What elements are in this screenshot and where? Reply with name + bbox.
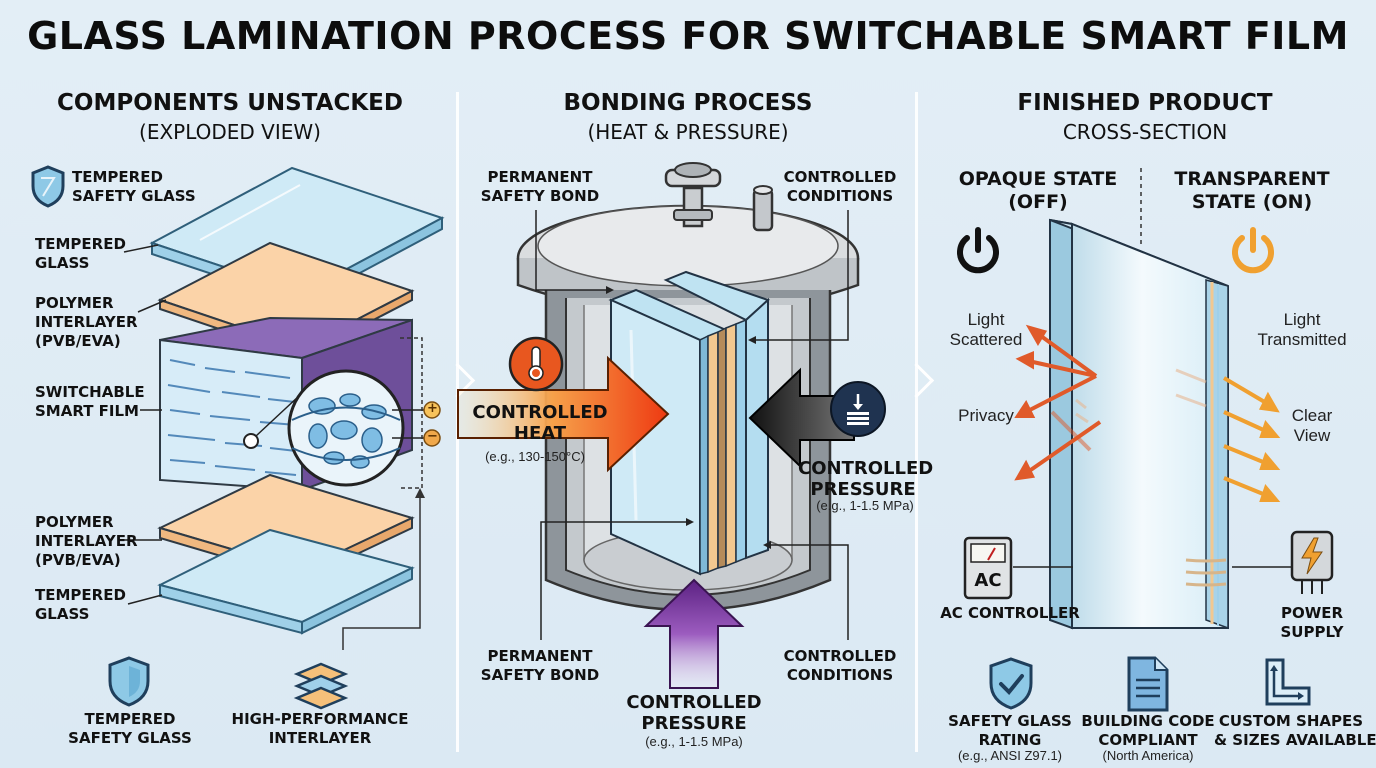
bottom-pressure-arrow bbox=[643, 578, 745, 689]
note-clear-view: Clear View bbox=[1291, 406, 1333, 445]
heat-label: CONTROLLED HEAT bbox=[472, 402, 608, 444]
press-icon bbox=[830, 381, 886, 437]
badge-building-code: BUILDING CODE COMPLIANT bbox=[1081, 712, 1215, 749]
bottom-pressure-note: (e.g., 1-1.5 MPa) bbox=[645, 734, 743, 749]
ac-controller-display: AC bbox=[974, 570, 1002, 591]
callout-conditions-bottom: CONTROLLED CONDITIONS bbox=[783, 647, 897, 684]
layer-label-bottom-glass: TEMPERED GLASS bbox=[35, 586, 126, 623]
light-transmit-arrows bbox=[1222, 376, 1281, 502]
power-supply-icon bbox=[1290, 530, 1334, 594]
finished-subheading: CROSS-SECTION bbox=[1062, 120, 1228, 144]
polarity-plus: + bbox=[427, 401, 438, 416]
page-title: GLASS LAMINATION PROCESS FOR SWITCHABLE … bbox=[27, 14, 1349, 58]
bonding-subheading: (HEAT & PRESSURE) bbox=[587, 120, 789, 144]
layer-label-smart-film: SWITCHABLE SMART FILM bbox=[35, 383, 145, 420]
layers-icon bbox=[293, 662, 349, 710]
film-zoom-detail bbox=[255, 369, 441, 487]
shield-icon bbox=[31, 165, 65, 208]
power-on-icon bbox=[1232, 227, 1274, 274]
controller-cable bbox=[1013, 566, 1073, 568]
components-heading: COMPONENTS UNSTACKED bbox=[57, 90, 403, 116]
autoclave-vessel bbox=[516, 162, 860, 640]
note-privacy: Privacy bbox=[958, 406, 1014, 425]
ac-controller-icon bbox=[963, 536, 1013, 600]
opaque-state-label: OPAQUE STATE (OFF) bbox=[958, 168, 1118, 213]
power-cable bbox=[1232, 566, 1292, 568]
ac-controller-label: AC CONTROLLER bbox=[940, 604, 1080, 622]
layer-label-top-glass: TEMPERED GLASS bbox=[35, 235, 126, 272]
custom-shape-icon bbox=[1265, 658, 1311, 706]
laminate-panels bbox=[608, 270, 770, 576]
layer-label-safety-glass: TEMPERED SAFETY GLASS bbox=[72, 168, 196, 205]
exploded-stack bbox=[122, 166, 445, 650]
state-divider bbox=[1140, 168, 1142, 248]
heat-arrow bbox=[457, 355, 670, 473]
laminated-glass-panel bbox=[1049, 218, 1229, 630]
light-scatter-arrows bbox=[1014, 324, 1102, 481]
badge-tempered-safety-glass: TEMPERED SAFETY GLASS bbox=[68, 710, 192, 747]
components-subheading: (EXPLODED VIEW) bbox=[139, 120, 321, 144]
heat-note: (e.g., 130-150°C) bbox=[485, 449, 585, 464]
bottom-pressure-label: CONTROLLED PRESSURE bbox=[626, 692, 762, 734]
badge-building-code-note: (North America) bbox=[1102, 748, 1194, 763]
bottom-tempered-glass bbox=[157, 528, 415, 635]
badge-custom-shapes: CUSTOM SHAPES & SIZES AVAILABLE bbox=[1214, 712, 1376, 749]
side-pressure-label: CONTROLLED PRESSURE bbox=[798, 458, 934, 500]
document-icon bbox=[1127, 656, 1169, 712]
polarity-minus: − bbox=[427, 429, 438, 444]
callout-conditions-top: CONTROLLED CONDITIONS bbox=[783, 168, 897, 205]
shield-icon bbox=[108, 656, 150, 707]
note-light-transmitted: Light Transmitted bbox=[1257, 310, 1347, 349]
layer-label-bottom-interlayer: POLYMER INTERLAYER (PVB/EVA) bbox=[35, 513, 138, 569]
shield-check-icon bbox=[989, 657, 1033, 710]
callout-safety-bond-top: PERMANENT SAFETY BOND bbox=[480, 168, 600, 205]
finished-heading: FINISHED PRODUCT bbox=[1017, 90, 1273, 116]
bonding-heading: BONDING PROCESS bbox=[563, 90, 813, 116]
badge-safety-rating-note: (e.g., ANSI Z97.1) bbox=[957, 748, 1063, 763]
transparent-state-label: TRANSPARENT STATE (ON) bbox=[1174, 168, 1330, 213]
power-supply-label: POWER SUPPLY bbox=[1280, 604, 1344, 641]
note-light-scattered: Light Scattered bbox=[949, 310, 1023, 349]
side-pressure-note: (e.g., 1-1.5 MPa) bbox=[816, 498, 914, 513]
badge-high-performance-interlayer: HIGH-PERFORMANCE INTERLAYER bbox=[231, 710, 409, 747]
thermometer-icon bbox=[508, 336, 564, 392]
badge-safety-rating: SAFETY GLASS RATING bbox=[948, 712, 1072, 749]
layer-label-top-interlayer: POLYMER INTERLAYER (PVB/EVA) bbox=[35, 294, 138, 350]
callout-safety-bond-bottom: PERMANENT SAFETY BOND bbox=[480, 647, 600, 684]
section-divider-right bbox=[915, 92, 918, 752]
power-off-icon bbox=[957, 227, 999, 274]
